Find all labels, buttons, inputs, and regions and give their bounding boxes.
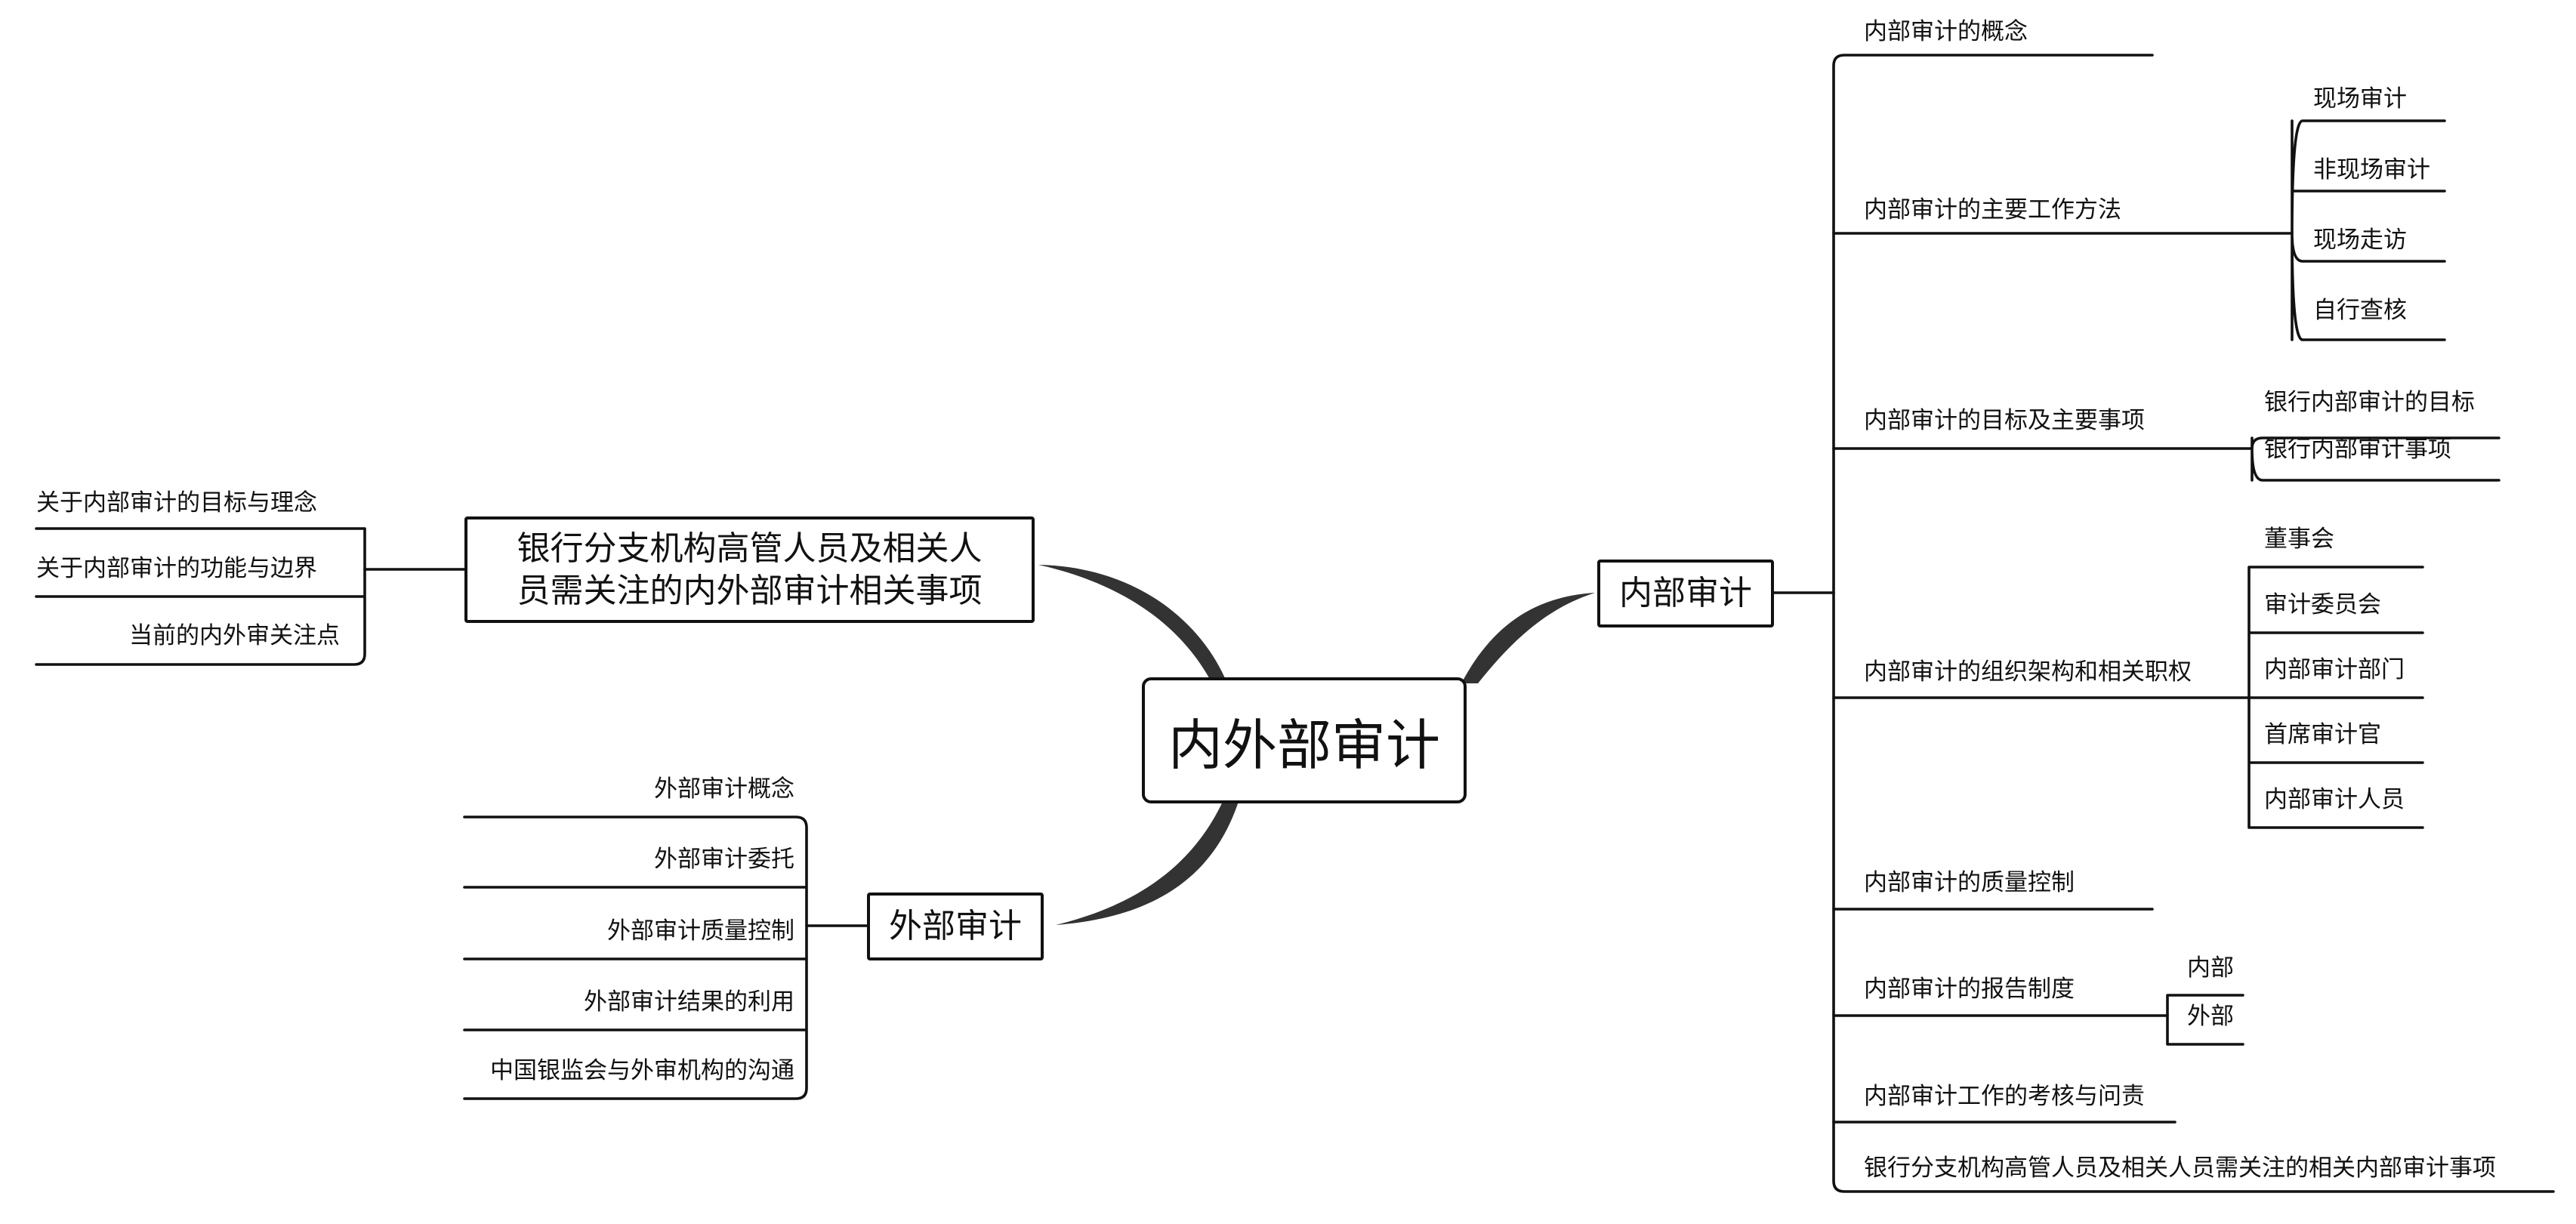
external-commission[interactable]: 外部审计委托	[654, 846, 794, 873]
concern-current-focus[interactable]: 当前的内外审关注点	[129, 622, 340, 649]
bracket-methods	[2291, 119, 2446, 341]
target-bank-audit-goal[interactable]: 银行内部审计的目标	[2264, 389, 2475, 416]
subtopic-internal-organization[interactable]: 内部审计的组织架构和相关职权	[1864, 658, 2192, 686]
central-topic-label: 内外部审计	[1168, 714, 1440, 777]
topic-concerns-label-line1: 银行分支机构高管人员及相关人	[517, 529, 983, 568]
central-topic[interactable]: 内外部审计	[1142, 677, 1467, 803]
connector-root-external	[1056, 797, 1240, 925]
report-internal[interactable]: 内部	[2187, 954, 2234, 982]
topic-concerns[interactable]: 银行分支机构高管人员及相关人 员需关注的内外部审计相关事项	[464, 516, 1035, 623]
method-offsite-audit[interactable]: 非现场审计	[2313, 156, 2430, 183]
report-external[interactable]: 外部	[2187, 1003, 2234, 1030]
method-self-check[interactable]: 自行查核	[2313, 297, 2407, 324]
subtopic-internal-branch-concerns[interactable]: 银行分支机构高管人员及相关人员需关注的相关内部审计事项	[1864, 1155, 2496, 1182]
org-board[interactable]: 董事会	[2264, 526, 2334, 553]
bracket-targets	[2251, 436, 2500, 482]
subtopic-internal-concept[interactable]: 内部审计的概念	[1864, 18, 2028, 45]
subtopic-internal-targets[interactable]: 内部审计的目标及主要事项	[1864, 407, 2145, 434]
subtopic-internal-report[interactable]: 内部审计的报告制度	[1864, 976, 2075, 1003]
method-onsite-audit[interactable]: 现场审计	[2313, 85, 2407, 113]
target-bank-audit-items[interactable]: 银行内部审计事项	[2264, 436, 2451, 463]
bracket-report	[2166, 994, 2244, 1046]
concern-function-boundary[interactable]: 关于内部审计的功能与边界	[36, 555, 317, 582]
connector-root-internal	[1461, 593, 1595, 683]
topic-concerns-label-line2: 员需关注的内外部审计相关事项	[517, 571, 983, 610]
external-concept[interactable]: 外部审计概念	[654, 775, 794, 803]
external-quality-control[interactable]: 外部审计质量控制	[607, 917, 794, 945]
topic-internal-audit-label: 内部审计	[1619, 574, 1752, 612]
subtopic-internal-methods[interactable]: 内部审计的主要工作方法	[1864, 196, 2121, 224]
bracket-organization	[2247, 566, 2424, 829]
connector-root-concerns	[1038, 565, 1227, 683]
org-audit-committee[interactable]: 审计委员会	[2264, 591, 2381, 618]
topic-external-audit[interactable]: 外部审计	[867, 893, 1044, 960]
concern-goals-philosophy[interactable]: 关于内部审计的目标与理念	[36, 489, 317, 516]
topic-external-audit-label: 外部审计	[889, 907, 1022, 945]
org-internal-auditors[interactable]: 内部审计人员	[2264, 786, 2405, 813]
method-field-visit[interactable]: 现场走访	[2313, 227, 2407, 254]
subtopic-internal-quality[interactable]: 内部审计的质量控制	[1864, 869, 2075, 896]
bracket-concerns	[35, 527, 366, 666]
external-result-use[interactable]: 外部审计结果的利用	[584, 988, 794, 1016]
bracket-external	[463, 815, 808, 1100]
internal-trunk	[1832, 54, 2555, 1193]
subtopic-internal-assessment[interactable]: 内部审计工作的考核与问责	[1864, 1083, 2145, 1110]
topic-internal-audit[interactable]: 内部审计	[1597, 560, 1774, 627]
org-chief-auditor[interactable]: 首席审计官	[2264, 721, 2381, 748]
external-cbrc-communication[interactable]: 中国银监会与外审机构的沟通	[490, 1057, 794, 1084]
org-internal-audit-dept[interactable]: 内部审计部门	[2264, 656, 2405, 683]
